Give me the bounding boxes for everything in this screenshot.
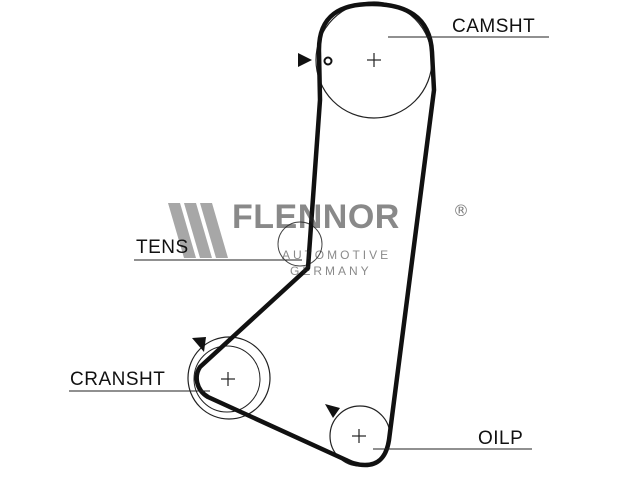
camshaft-timing-mark-icon <box>298 53 312 67</box>
oil-pump-timing-mark-icon <box>325 404 340 418</box>
watermark-line-2: GERMANY <box>290 264 372 278</box>
oil-pump-label: OILP <box>478 428 524 449</box>
camshaft-label: CAMSHT <box>452 16 536 37</box>
tensioner-label: TENS <box>136 237 189 258</box>
crankshaft-label: CRANSHT <box>70 369 166 390</box>
oil-pump-crosshair-icon <box>352 429 366 443</box>
camshaft-timing-dot-icon <box>323 56 333 66</box>
camshaft-crosshair-icon <box>367 53 381 67</box>
crankshaft-pulley-inner <box>193 345 261 413</box>
crankshaft-crosshair-icon <box>221 372 235 386</box>
watermark-brand: FLENNOR <box>232 198 400 236</box>
registered-icon: ® <box>453 201 469 220</box>
crankshaft-timing-mark-icon <box>192 337 206 352</box>
crankshaft-pulley-outer <box>187 336 271 420</box>
watermark-line-1: AUTOMOTIVE <box>282 248 392 262</box>
watermark-logo-icon <box>168 203 228 258</box>
tensioner-pulley <box>277 221 323 267</box>
